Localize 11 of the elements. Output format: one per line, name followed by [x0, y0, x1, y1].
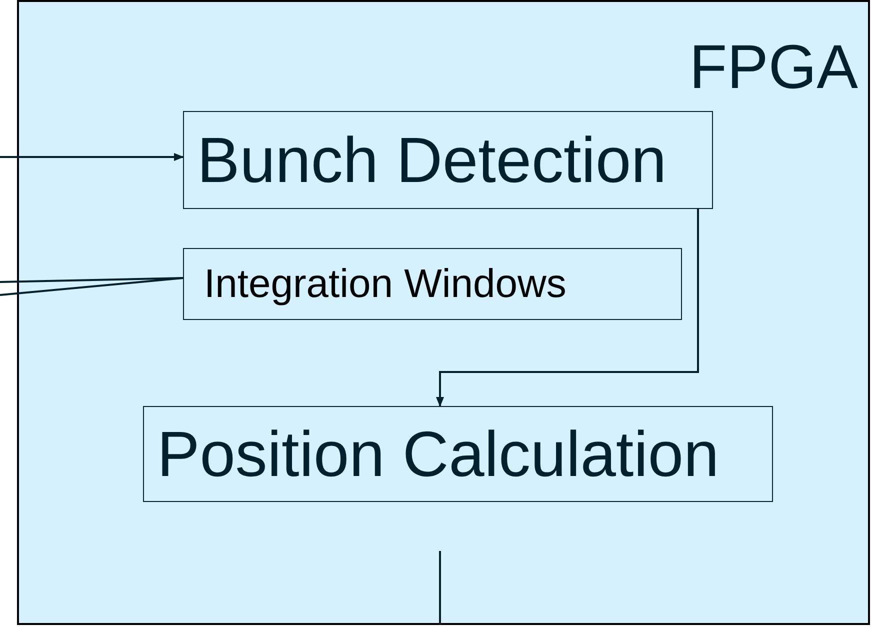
connector-line	[439, 551, 441, 625]
process-box	[143, 406, 773, 502]
arrow	[436, 209, 699, 407]
connector-line	[0, 277, 184, 296]
box-label: Integration Windows	[204, 262, 566, 306]
process-box	[183, 248, 682, 320]
box-label: Bunch Detection	[197, 123, 667, 197]
process-box	[183, 111, 713, 209]
arrow	[0, 153, 184, 161]
box-label: Position Calculation	[157, 417, 720, 491]
box-title: FPGA	[689, 32, 858, 103]
